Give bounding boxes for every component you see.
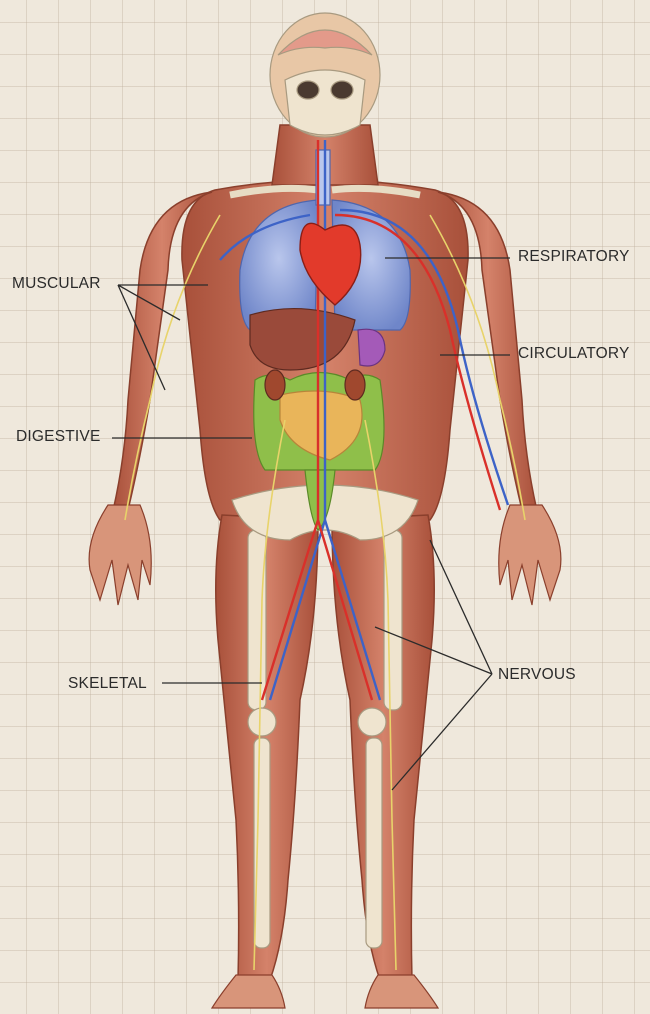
label-nervous: NERVOUS — [498, 666, 576, 684]
hands-and-feet — [89, 505, 561, 1008]
label-muscular: MUSCULAR — [12, 275, 101, 293]
label-digestive: DIGESTIVE — [16, 428, 100, 446]
label-skeletal: SKELETAL — [68, 675, 147, 693]
label-circulatory: CIRCULATORY — [518, 345, 630, 363]
label-respiratory: RESPIRATORY — [518, 248, 630, 266]
